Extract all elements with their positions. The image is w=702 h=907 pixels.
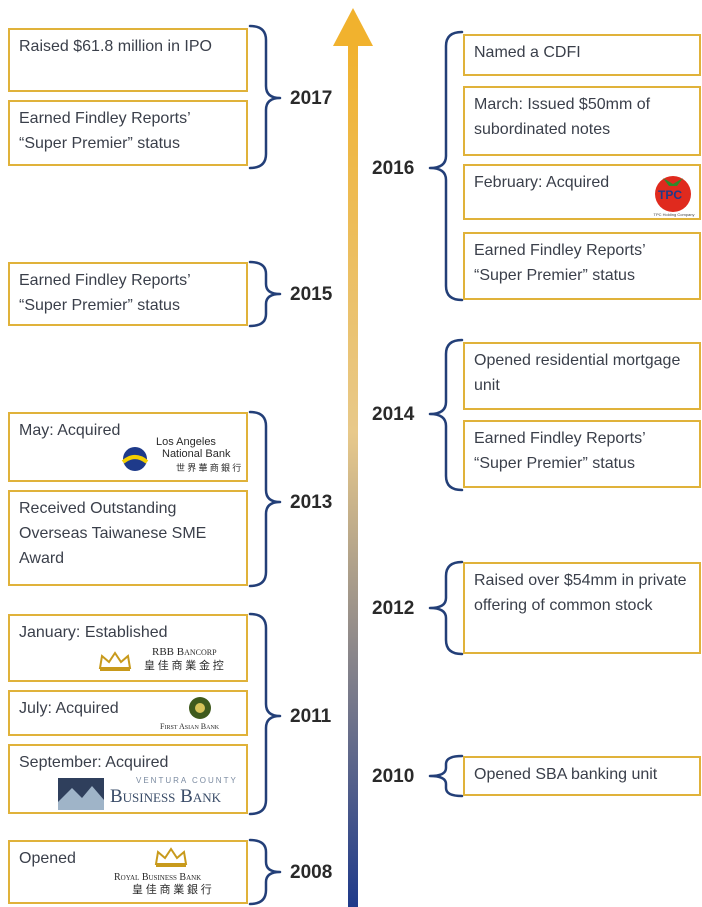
event-text: Opened xyxy=(19,850,76,867)
event-cdfi: Named a CDFI xyxy=(463,34,701,76)
event-mortgage-unit: Opened residential mortgage unit xyxy=(463,342,701,410)
year-label-2010: 2010 xyxy=(372,766,415,787)
year-label-2008: 2008 xyxy=(290,862,333,883)
bracket-2008 xyxy=(248,838,282,906)
event-acquired-fab: July: Acquired First Asian Bank xyxy=(8,690,248,736)
event-text: Received Outstanding Overseas Taiwanese … xyxy=(19,500,207,567)
event-text: Earned Findley Reports’ “Super Premier” … xyxy=(474,430,646,472)
bracket-2013 xyxy=(248,410,282,588)
logo-line: TPC Holding Company xyxy=(653,212,695,217)
logo-line: Royal Business Bank xyxy=(114,872,202,883)
event-text: Opened residential mortgage unit xyxy=(474,352,681,394)
event-findley-2015: Earned Findley Reports’ “Super Premier” … xyxy=(8,262,248,326)
event-text: May: Acquired xyxy=(19,422,121,439)
tpc-holding-logo: TPC TPC Holding Company xyxy=(649,168,699,218)
event-text: September: Acquired xyxy=(19,754,169,771)
logo-line: 世 界 華 商 銀 行 xyxy=(176,463,242,473)
year-label-2012: 2012 xyxy=(372,598,415,619)
crown-icon xyxy=(154,847,188,867)
logo-line: RBB Bancorp xyxy=(152,646,217,658)
event-text: July: Acquired xyxy=(19,700,119,717)
event-text: March: Issued $50mm of subordinated note… xyxy=(474,96,651,138)
event-text: Opened SBA banking unit xyxy=(474,766,658,783)
logo-line: 皇 佳 商 業 銀 行 xyxy=(132,884,212,896)
bracket-2011 xyxy=(248,612,282,816)
event-acquired-tpc: February: Acquired TPC TPC Holding Compa… xyxy=(463,164,701,220)
event-text: Earned Findley Reports’ “Super Premier” … xyxy=(19,110,191,152)
event-sba-unit: Opened SBA banking unit xyxy=(463,756,701,796)
year-label-2017: 2017 xyxy=(290,88,333,109)
bracket-2016 xyxy=(428,30,464,302)
logo-line: VENTURA COUNTY xyxy=(136,776,238,785)
ventura-county-business-bank-logo: VENTURA COUNTY Business Bank xyxy=(58,776,246,812)
event-acquired-lanb: May: Acquired Los Angeles National Bank … xyxy=(8,412,248,482)
event-acquired-vcbb: September: Acquired VENTURA COUNTY Busin… xyxy=(8,744,248,814)
year-label-2015: 2015 xyxy=(290,284,333,305)
event-sme-award: Received Outstanding Overseas Taiwanese … xyxy=(8,490,248,586)
royal-business-bank-logo: Royal Business Bank 皇 佳 商 業 銀 行 xyxy=(108,846,248,902)
bracket-2017 xyxy=(248,24,282,170)
logo-line: First Asian Bank xyxy=(160,722,220,731)
bracket-2010 xyxy=(428,754,464,798)
rbb-bancorp-logo: RBB Bancorp 皇 佳 商 業 金 控 xyxy=(98,646,246,678)
event-text: Earned Findley Reports’ “Super Premier” … xyxy=(474,242,646,284)
logo-line: Los Angeles xyxy=(156,436,216,448)
globe-icon xyxy=(121,447,149,471)
logo-line: Business Bank xyxy=(110,786,221,807)
emblem-icon xyxy=(189,697,211,719)
event-private-offering: Raised over $54mm in private offering of… xyxy=(463,562,701,654)
bracket-2015 xyxy=(248,260,282,328)
bracket-2014 xyxy=(428,338,464,492)
logo-line: TPC xyxy=(658,188,682,202)
logo-line: National Bank xyxy=(162,448,231,460)
timeline-arrowhead xyxy=(333,8,373,46)
year-label-2013: 2013 xyxy=(290,492,333,513)
event-text: January: Established xyxy=(19,624,168,641)
timeline-axis xyxy=(348,44,358,907)
event-opened-rbb: Opened Royal Business Bank 皇 佳 商 業 銀 行 xyxy=(8,840,248,904)
event-findley-2016: Earned Findley Reports’ “Super Premier” … xyxy=(463,232,701,300)
logo-line: 皇 佳 商 業 金 控 xyxy=(144,660,224,672)
year-label-2016: 2016 xyxy=(372,158,415,179)
year-label-2011: 2011 xyxy=(290,706,332,727)
event-subordinated-notes: March: Issued $50mm of subordinated note… xyxy=(463,86,701,156)
event-text: Named a CDFI xyxy=(474,44,581,61)
year-label-2014: 2014 xyxy=(372,404,415,425)
bracket-2012 xyxy=(428,560,464,656)
event-text: Earned Findley Reports’ “Super Premier” … xyxy=(19,272,191,314)
event-established-rbb: January: Established RBB Bancorp 皇 佳 商 業… xyxy=(8,614,248,682)
event-findley-2014: Earned Findley Reports’ “Super Premier” … xyxy=(463,420,701,488)
los-angeles-national-bank-logo: Los Angeles National Bank 世 界 華 商 銀 行 xyxy=(120,436,248,480)
event-text: Raised $61.8 million in IPO xyxy=(19,38,212,55)
landscape-icon xyxy=(58,778,104,810)
event-findley-2017: Earned Findley Reports’ “Super Premier” … xyxy=(8,100,248,166)
event-text: Raised over $54mm in private offering of… xyxy=(474,572,687,614)
first-asian-bank-logo: First Asian Bank xyxy=(156,696,246,734)
event-ipo: Raised $61.8 million in IPO xyxy=(8,28,248,92)
crown-icon xyxy=(98,651,132,671)
tomato-icon xyxy=(655,176,691,212)
event-text: February: Acquired xyxy=(474,174,610,191)
